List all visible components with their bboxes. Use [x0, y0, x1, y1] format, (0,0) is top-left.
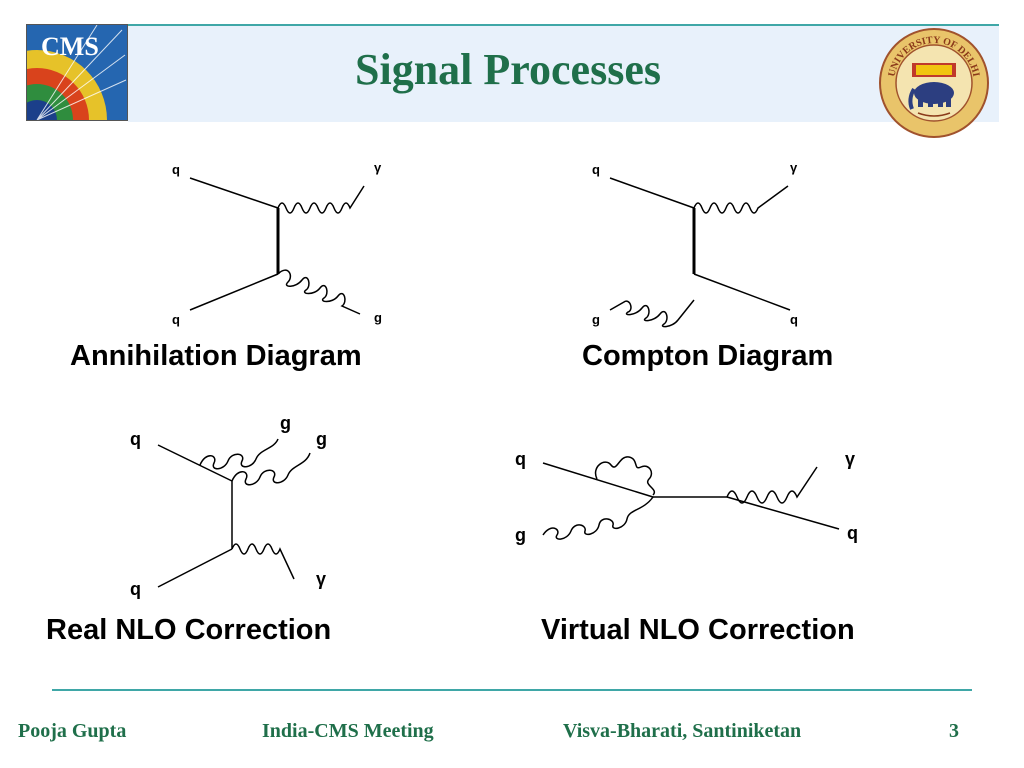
incoming-quark-line: [189, 177, 279, 209]
label-g-in: g: [515, 525, 526, 545]
gluon-line: [609, 299, 695, 328]
incoming-quark-line: [609, 177, 695, 209]
caption-annihilation: Annihilation Diagram: [70, 340, 362, 372]
photon-line: [693, 185, 789, 214]
label-g: g: [592, 312, 600, 327]
gluon-line: [277, 269, 361, 315]
label-q-in: q: [515, 449, 526, 469]
label-gamma: γ: [845, 449, 855, 469]
gluon-line-2: [231, 452, 311, 486]
label-gamma: γ: [316, 569, 326, 589]
footer-divider: [52, 689, 972, 691]
label-q-bottom: q: [130, 579, 141, 599]
outgoing-quark-line: [726, 496, 840, 530]
annihilation-diagram: q γ q g: [172, 160, 382, 327]
real-nlo-diagram: q g g q γ: [130, 413, 327, 599]
slide-title: Signal Processes: [355, 45, 661, 94]
label-g-1: g: [280, 413, 291, 433]
incoming-gluon-line: [542, 496, 654, 540]
header-band: Signal Processes: [128, 24, 999, 122]
compton-diagram: q γ g q: [592, 160, 798, 328]
label-g-2: g: [316, 429, 327, 449]
gluon-line-1: [199, 438, 279, 470]
label-g: g: [374, 310, 382, 325]
photon-line: [726, 466, 818, 504]
label-q-bottom: q: [172, 312, 180, 327]
incoming-quark-line: [157, 444, 233, 482]
incoming-antiquark-line: [189, 273, 279, 311]
university-seal: UNIVERSITY OF DELHI: [878, 27, 990, 144]
label-gamma: γ: [374, 160, 382, 175]
footer-venue: Visva-Bharati, Santiniketan: [563, 720, 802, 742]
caption-real-nlo: Real NLO Correction: [46, 614, 332, 646]
outgoing-quark-line: [693, 273, 791, 311]
footer-meeting: India-CMS Meeting: [262, 720, 434, 742]
label-q-top: q: [592, 162, 600, 177]
caption-virtual-nlo: Virtual NLO Correction: [541, 614, 855, 646]
cms-logo-text: CMS: [41, 32, 99, 61]
footer-author: Pooja Gupta: [18, 720, 127, 742]
label-q-out: q: [847, 523, 858, 543]
caption-compton: Compton Diagram: [582, 340, 834, 372]
photon-line: [231, 543, 295, 580]
virtual-nlo-diagram: q g γ q: [515, 449, 858, 545]
label-q-bottom: q: [790, 312, 798, 327]
label-q-top: q: [130, 429, 141, 449]
loop-gluon-line: [594, 456, 656, 496]
photon-line: [277, 185, 365, 214]
incoming-antiquark-line: [157, 548, 233, 588]
cms-logo: CMS: [26, 24, 128, 121]
page-number: 3: [949, 720, 959, 742]
incoming-quark-line: [542, 462, 654, 498]
label-q-top: q: [172, 162, 180, 177]
label-gamma: γ: [790, 160, 798, 175]
